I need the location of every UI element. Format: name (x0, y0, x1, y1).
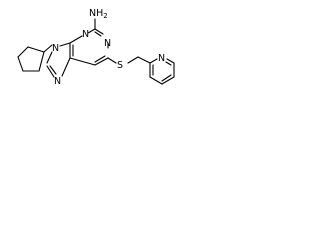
bond-c6-s (107, 57, 117, 64)
bond-py-5 (166, 58, 175, 64)
amine-label: NH2 (89, 8, 108, 20)
bond-c2-n1 (94, 28, 104, 35)
bond-cp-1 (27, 46, 45, 53)
bond-c6-c5-inner (94, 55, 106, 63)
atom-labels: NH2 N N N N S N (52, 8, 165, 87)
n7-label: N (54, 76, 61, 87)
bond-c8-n7 (46, 65, 55, 78)
sulfur-label: S (117, 60, 123, 71)
bond-c4-n3 (69, 35, 83, 44)
bond-cp-2 (17, 46, 29, 58)
pyridine-n-label: N (158, 53, 165, 64)
bond-c8-n7-inner (49, 65, 57, 75)
bond-c4-n9 (59, 42, 71, 47)
bond-py-5-inner (165, 61, 172, 66)
bond-py-2 (149, 76, 163, 85)
bond-n9-cp (43, 44, 53, 53)
bond-cp-5 (38, 51, 45, 72)
n3-label: N (82, 29, 89, 40)
bond-c5-c4 (69, 57, 96, 66)
bond-py-3-inner (161, 74, 172, 82)
bond-ch2-py (137, 56, 151, 64)
bond-n9-c8 (46, 51, 53, 64)
n9-label: N (52, 43, 59, 54)
bond-c2-n1-inner (94, 31, 102, 37)
bond-n7-c5 (61, 57, 71, 77)
bond-py-3 (161, 76, 175, 85)
molecule-structure: NH2 N N N N S N (17, 8, 175, 87)
bond-cp-3 (17, 56, 24, 72)
bond-s-ch2 (127, 56, 139, 64)
bond-lines (17, 18, 175, 85)
n1-label: N (104, 38, 111, 49)
bond-n3-c2 (87, 28, 96, 34)
bond-c6-c5 (94, 57, 109, 66)
bond-py-6 (149, 58, 158, 64)
